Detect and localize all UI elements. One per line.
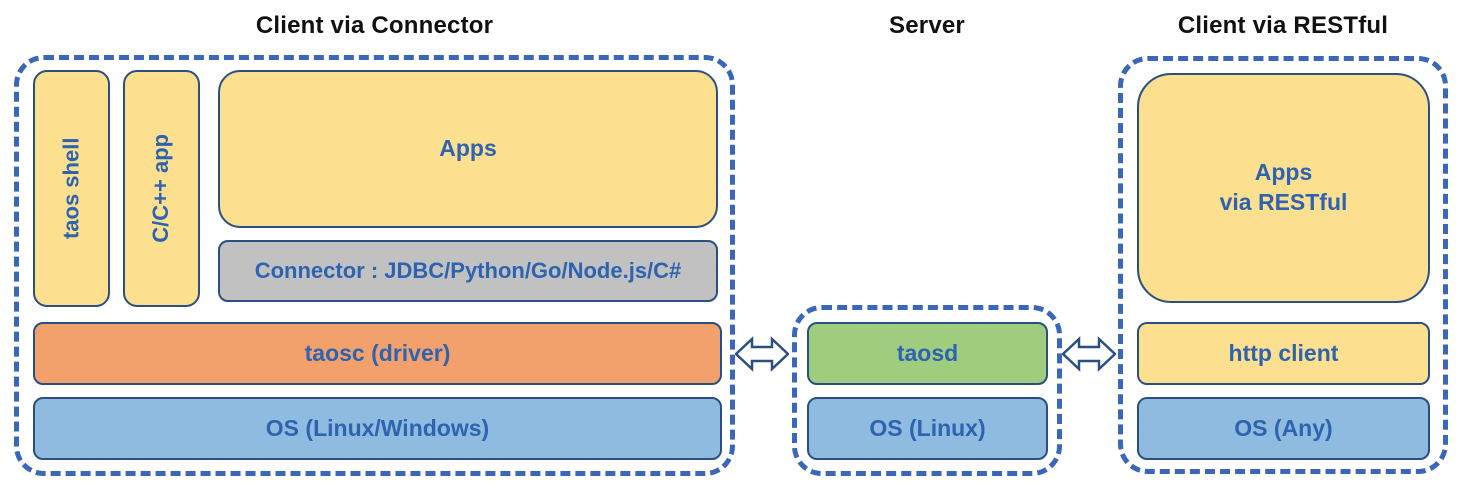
apps-via-restful-label: Apps via RESTful <box>1220 158 1348 218</box>
http-client-label: http client <box>1228 339 1339 366</box>
client-restful-group: Apps via RESTful http client OS (Any) <box>1118 56 1448 474</box>
taosc-driver-box: taosc (driver) <box>33 322 722 385</box>
apps-via-restful-line1: Apps <box>1254 159 1313 186</box>
arrow-server-restful-icon <box>1062 332 1116 376</box>
section-title-client-restful: Client via RESTful <box>1177 12 1389 39</box>
server-group: taosd OS (Linux) <box>792 305 1062 476</box>
client-connector-group: taos shell C/C++ app Apps Connector : JD… <box>14 55 735 476</box>
section-title-server: Server <box>889 12 965 39</box>
connector-label: Connector : JDBC/Python/Go/Node.js/C# <box>254 257 682 283</box>
taos-shell-box: taos shell <box>33 70 110 307</box>
section-title-client-connector: Client via Connector <box>255 12 494 39</box>
apps-via-restful-line2: via RESTful <box>1219 189 1348 215</box>
taosd-label: taosd <box>896 339 959 366</box>
http-client-box: http client <box>1137 322 1430 385</box>
cpp-app-box: C/C++ app <box>123 70 200 307</box>
taos-shell-label: taos shell <box>58 137 84 240</box>
os-linux-box: OS (Linux) <box>807 397 1048 460</box>
cpp-app-label: C/C++ app <box>148 134 174 243</box>
taosc-driver-label: taosc (driver) <box>304 339 451 366</box>
arrow-client-server-icon <box>735 332 789 376</box>
apps-box: Apps <box>218 70 718 228</box>
os-any-box: OS (Any) <box>1137 397 1430 460</box>
os-any-label: OS (Any) <box>1234 414 1333 441</box>
os-linux-windows-box: OS (Linux/Windows) <box>33 397 722 460</box>
os-linux-windows-label: OS (Linux/Windows) <box>265 414 490 441</box>
connector-box: Connector : JDBC/Python/Go/Node.js/C# <box>218 240 718 302</box>
apps-label: Apps <box>439 135 497 162</box>
taosd-box: taosd <box>807 322 1048 385</box>
apps-via-restful-box: Apps via RESTful <box>1137 73 1430 303</box>
os-linux-label: OS (Linux) <box>869 414 986 441</box>
